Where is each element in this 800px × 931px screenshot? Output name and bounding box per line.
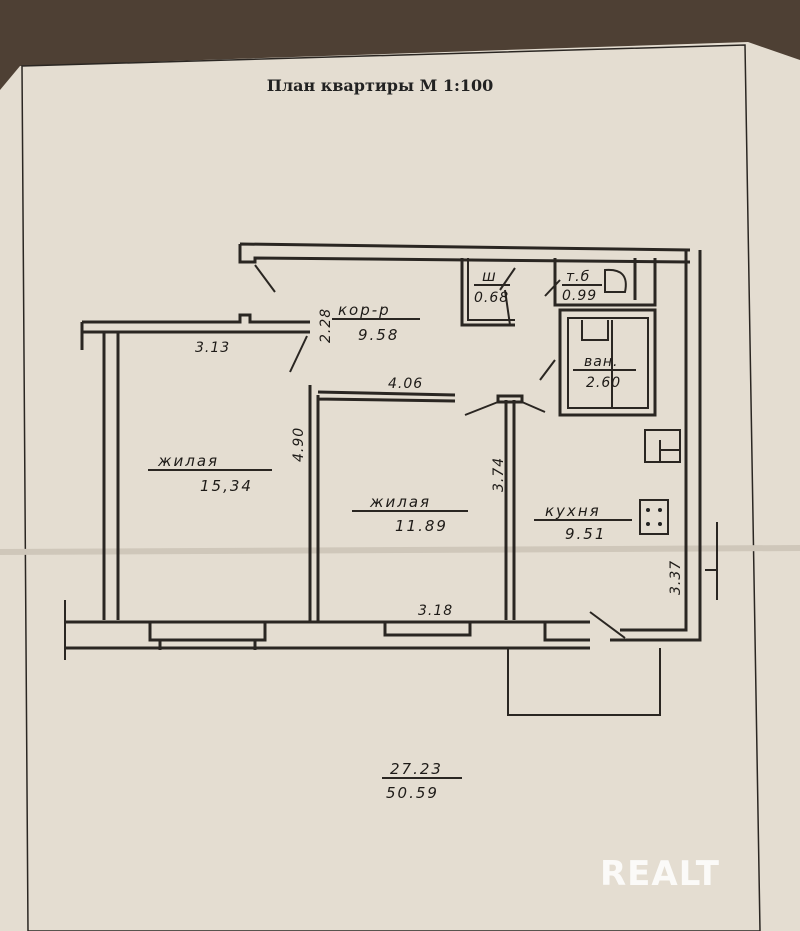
room-area: 11.89 bbox=[395, 517, 448, 535]
dimension-label: 3.37 bbox=[668, 560, 684, 595]
total-area: 50.59 bbox=[386, 784, 439, 802]
walls bbox=[64, 242, 718, 716]
dimension-label: 3.13 bbox=[195, 340, 230, 356]
room-closet: ш 0.68 bbox=[474, 267, 510, 306]
room-name: кор-р bbox=[338, 301, 391, 319]
room-area: 9.51 bbox=[565, 525, 606, 543]
room-area: 0.99 bbox=[562, 288, 597, 304]
room-name: жилая bbox=[369, 493, 431, 511]
room-area: 15,34 bbox=[200, 477, 253, 495]
room-bathroom: ван. 2.60 bbox=[573, 354, 636, 391]
room-living-2: жилая 11.89 bbox=[352, 493, 468, 535]
room-name: кухня bbox=[545, 502, 601, 520]
room-kitchen: кухня 9.51 bbox=[534, 502, 632, 543]
dimension-label: 3.74 bbox=[491, 457, 507, 492]
dimension-label: 3.18 bbox=[418, 603, 453, 619]
room-toilet: т.б 0.99 bbox=[562, 269, 602, 304]
room-living-1: жилая 15,34 bbox=[148, 452, 272, 495]
living-area-total: 27.23 bbox=[390, 760, 443, 778]
room-area: 9.58 bbox=[358, 326, 399, 344]
realt-watermark: REALT bbox=[600, 854, 720, 894]
room-name: т.б bbox=[566, 269, 590, 285]
plan-title: План квартиры М 1:100 bbox=[267, 76, 494, 95]
paper-fold bbox=[0, 545, 800, 555]
sheet-border bbox=[21, 44, 761, 931]
room-name: жилая bbox=[157, 452, 219, 470]
paper-sheet bbox=[0, 42, 800, 931]
room-area: 0.68 bbox=[474, 290, 509, 306]
area-totals: 27.23 50.59 bbox=[382, 760, 462, 802]
room-corridor: кор-р 9.58 bbox=[332, 301, 420, 344]
room-name: ш bbox=[482, 267, 498, 285]
room-labels: жилая 15,34 жилая 11.89 кухня 9.51 кор-р… bbox=[148, 267, 636, 543]
dimensions: 3.13 2.28 4.06 4.90 3.74 3.18 3.37 bbox=[195, 308, 684, 619]
dimension-label: 2.28 bbox=[318, 308, 334, 343]
room-area: 2.60 bbox=[586, 375, 621, 391]
dimension-label: 4.90 bbox=[291, 427, 307, 462]
room-name: ван. bbox=[584, 354, 618, 370]
dimension-label: 4.06 bbox=[388, 376, 423, 392]
